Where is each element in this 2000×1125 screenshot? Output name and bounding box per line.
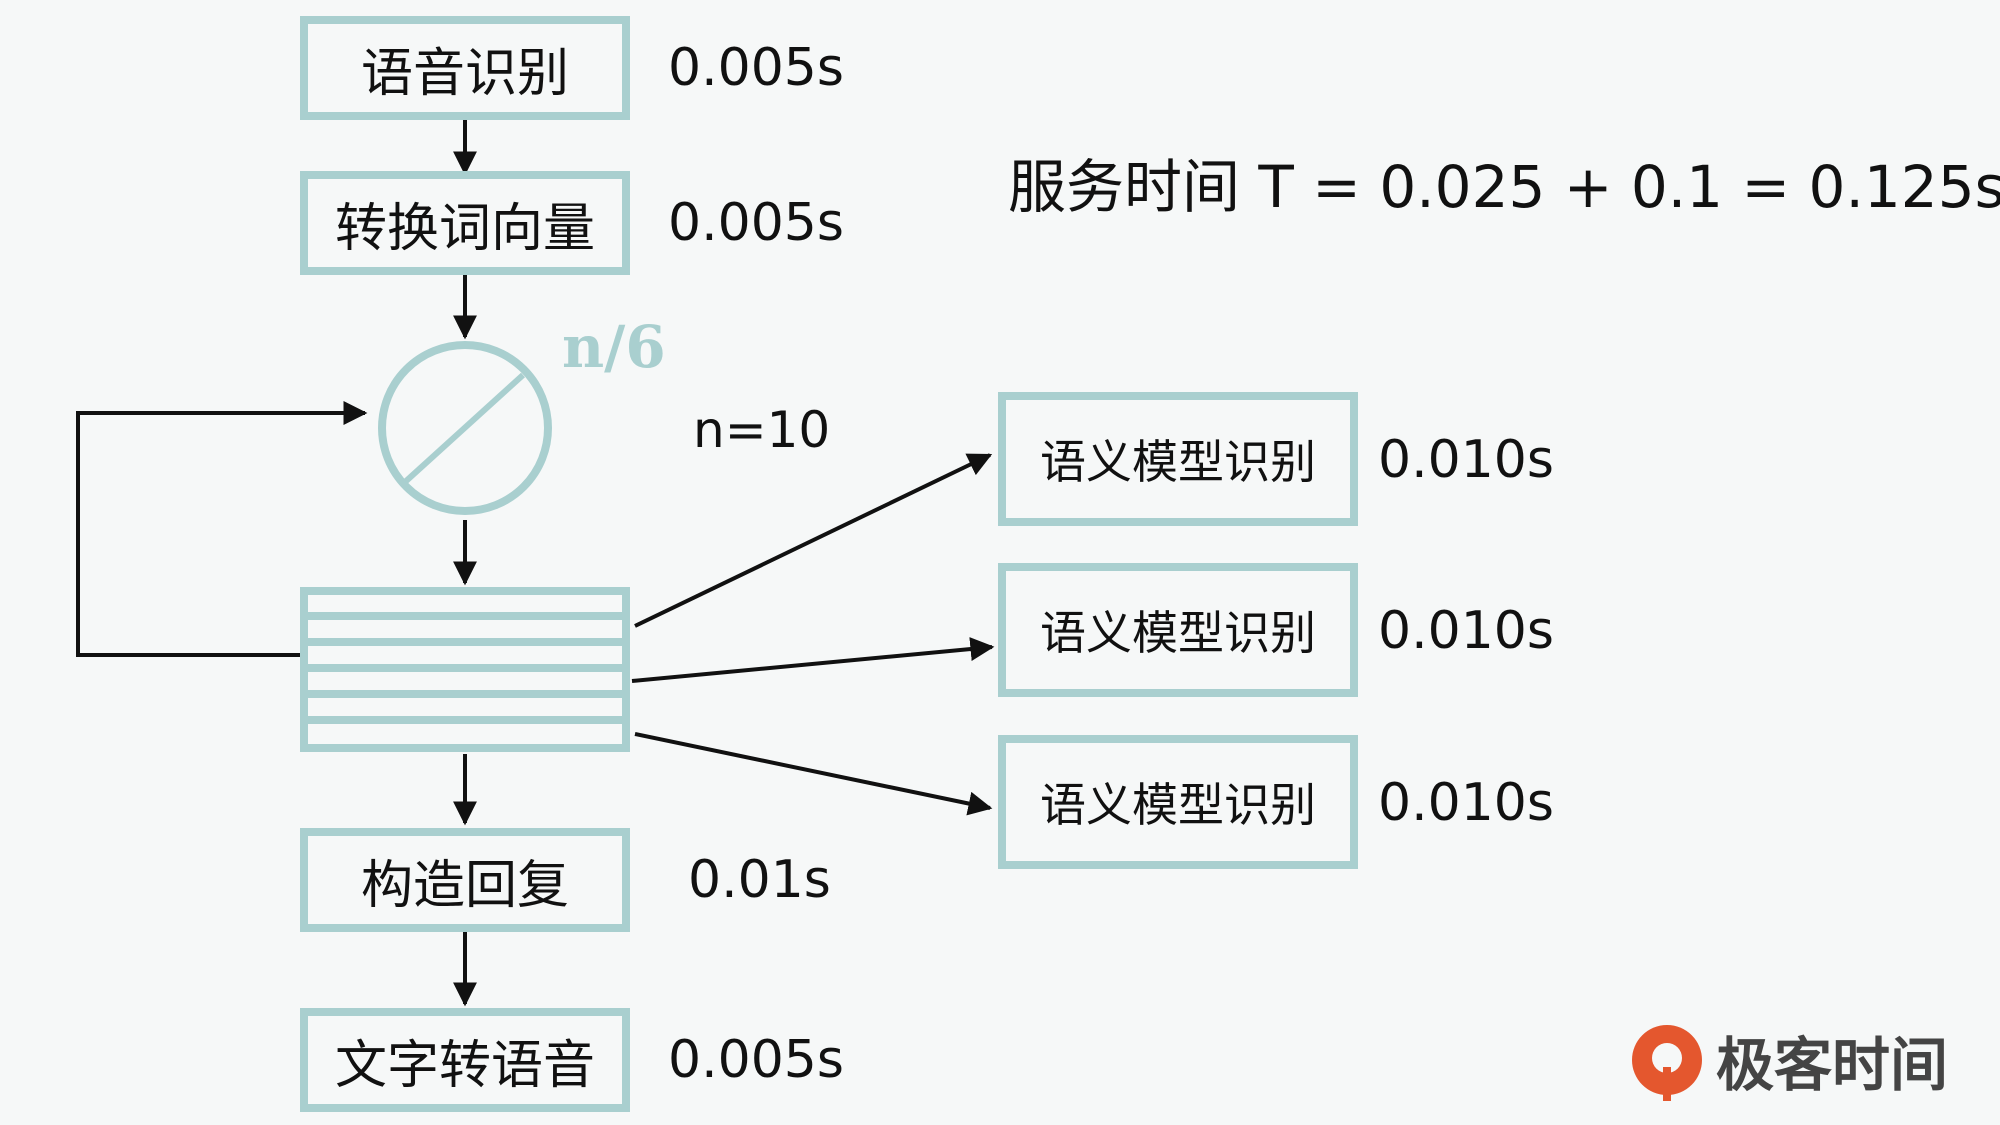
geektime-logo-icon bbox=[1632, 1025, 1702, 1101]
semantic-model-time-1: 0.010s bbox=[1378, 430, 1554, 490]
splitter-circle-icon bbox=[378, 341, 552, 515]
word-vector-box: 转换词向量 bbox=[300, 171, 630, 275]
speech-recognition-label: 语音识别 bbox=[360, 43, 569, 104]
text-to-speech-box: 文字转语音 bbox=[300, 1008, 630, 1112]
semantic-model-box-1: 语义模型识别 bbox=[998, 392, 1358, 526]
text-to-speech-time: 0.005s bbox=[668, 1030, 844, 1090]
semantic-model-label: 语义模型识别 bbox=[1040, 778, 1316, 832]
build-reply-box: 构造回复 bbox=[300, 828, 630, 932]
arrow-queue-to-model-1 bbox=[634, 453, 993, 628]
splitter-ratio-label: n/6 bbox=[562, 313, 666, 381]
speech-recognition-box: 语音识别 bbox=[300, 16, 630, 120]
build-reply-label: 构造回复 bbox=[360, 855, 569, 916]
semantic-model-label: 语义模型识别 bbox=[1040, 435, 1316, 489]
logo-text: 极客时间 bbox=[1716, 1031, 1949, 1099]
n-value-label: n=10 bbox=[693, 401, 831, 459]
word-vector-time: 0.005s bbox=[668, 193, 844, 253]
service-time-formula: 服务时间 T = 0.025 + 0.1 = 0.125s bbox=[1008, 153, 2000, 221]
semantic-model-box-2: 语义模型识别 bbox=[998, 563, 1358, 697]
speech-recognition-time: 0.005s bbox=[668, 38, 844, 98]
queue-icon bbox=[300, 587, 630, 752]
semantic-model-time-2: 0.010s bbox=[1378, 601, 1554, 661]
arrow-queue-to-model-2 bbox=[631, 637, 995, 683]
build-reply-time: 0.01s bbox=[688, 850, 831, 910]
semantic-model-time-3: 0.010s bbox=[1378, 773, 1554, 833]
semantic-model-label: 语义模型识别 bbox=[1040, 606, 1316, 660]
arrow-queue-to-model-3 bbox=[634, 732, 993, 816]
geektime-logo: 极客时间 bbox=[1632, 1018, 1948, 1102]
text-to-speech-label: 文字转语音 bbox=[334, 1035, 595, 1096]
feedback-loop-line bbox=[76, 401, 368, 657]
word-vector-label: 转换词向量 bbox=[334, 198, 595, 259]
semantic-model-box-3: 语义模型识别 bbox=[998, 735, 1358, 869]
